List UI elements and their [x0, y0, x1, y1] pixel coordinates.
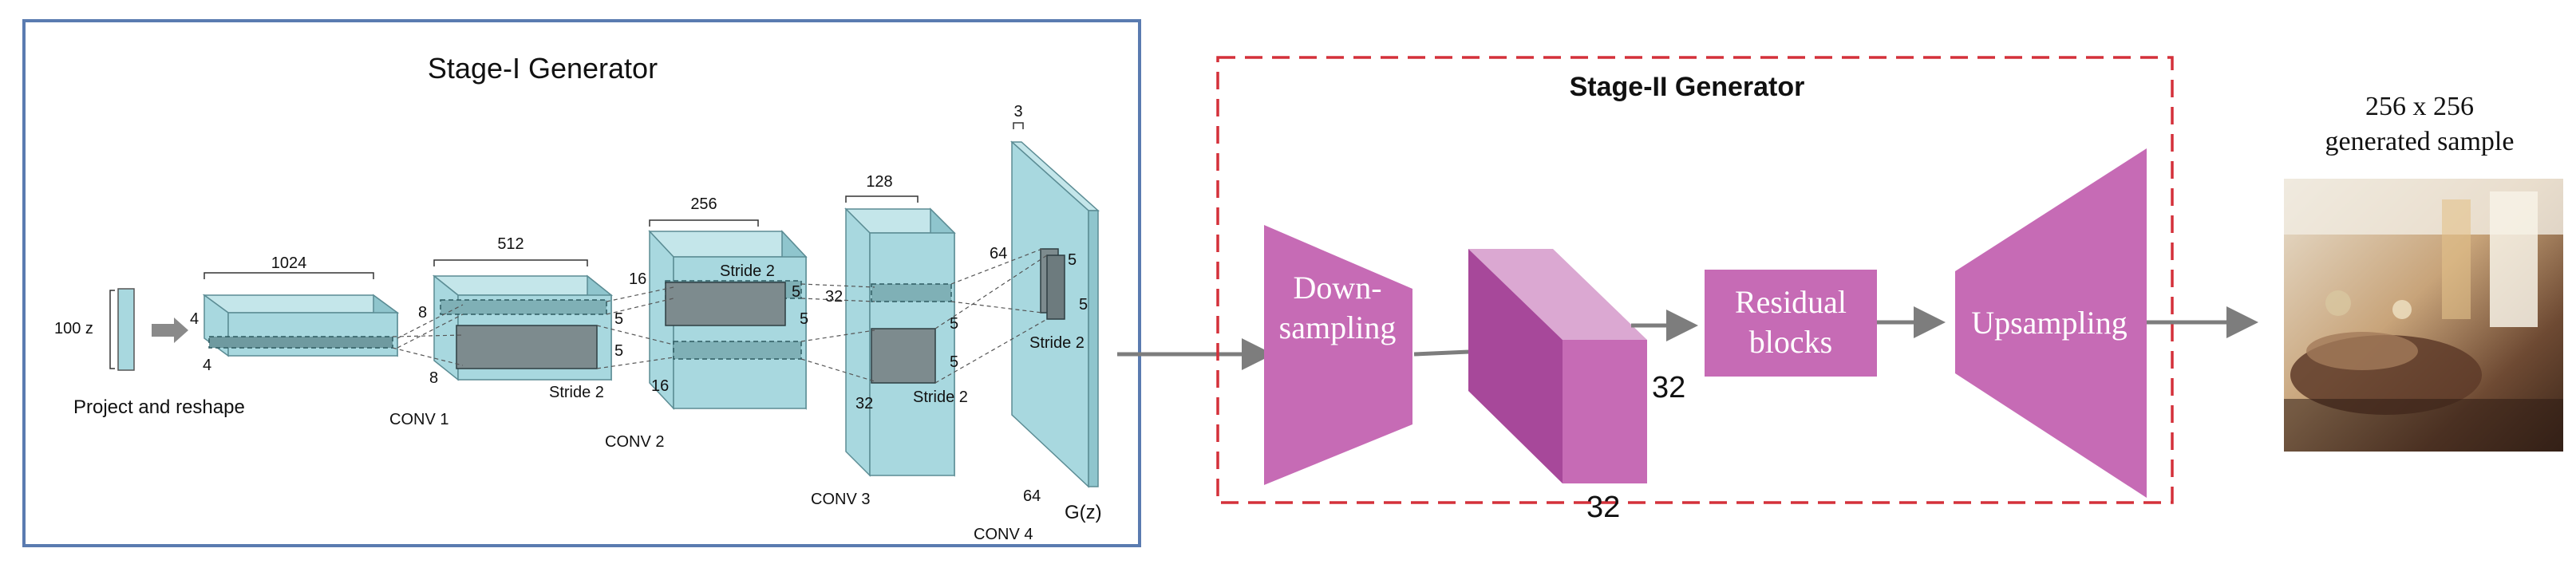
downsampling-block [1264, 225, 1412, 485]
side-64a: 64 [990, 245, 1007, 262]
side-32a: 32 [825, 288, 843, 306]
conv-block-128 [844, 207, 956, 477]
down-line1: Down- [1293, 270, 1381, 306]
k5-4: 5 [800, 310, 808, 328]
conv3-label: CONV 3 [811, 491, 870, 508]
side-8a: 8 [418, 304, 427, 321]
up-label: Upsampling [1971, 305, 2128, 341]
conv4-label: CONV 4 [974, 526, 1033, 543]
conv-block-512 [432, 274, 614, 381]
side-8b: 8 [429, 369, 438, 387]
k5-7: 5 [1068, 251, 1077, 269]
k5-3: 5 [792, 283, 800, 301]
generated-sample-image [2284, 179, 2563, 452]
side-16a: 16 [629, 270, 646, 288]
stride-1: Stride 2 [549, 384, 604, 401]
dim-256: 256 [690, 195, 717, 213]
dim-128: 128 [866, 173, 892, 191]
conv-block-256 [648, 230, 808, 410]
k5-1: 5 [614, 310, 623, 328]
side-4b: 4 [203, 357, 211, 374]
output-caption-line1: 256 x 256 [2365, 92, 2474, 121]
z-label: 100 z [54, 320, 93, 337]
upsampling-block [1955, 148, 2147, 498]
res-line2: blocks [1749, 324, 1832, 360]
feature-depth: 32 [1652, 371, 1685, 404]
conv2-label: CONV 2 [605, 433, 664, 451]
stride-3: Stride 2 [913, 389, 968, 406]
dim-512: 512 [497, 235, 523, 253]
z-vector [117, 288, 135, 371]
stage2-title: Stage-II Generator [1570, 72, 1805, 102]
conv1-label: CONV 1 [389, 411, 448, 428]
project-label: Project and reshape [73, 396, 245, 418]
output-caption-line2: generated sample [2325, 127, 2515, 156]
res-line1: Residual [1735, 284, 1847, 320]
stage2-frame [1216, 56, 2174, 504]
conv-block-3 [1010, 140, 1100, 488]
reshape-arrow [152, 318, 188, 343]
dim-1024: 1024 [271, 254, 307, 272]
side-64b: 64 [1023, 487, 1041, 505]
stride-4: Stride 2 [1029, 334, 1085, 352]
side-4a: 4 [190, 310, 199, 328]
stage1-title: Stage-I Generator [428, 52, 658, 85]
side-32b: 32 [855, 395, 873, 412]
feature-map-cube [1468, 249, 1647, 483]
k5-6: 5 [950, 353, 958, 371]
k5-8: 5 [1079, 296, 1088, 314]
gz-label: G(z) [1065, 502, 1102, 523]
k5-2: 5 [614, 342, 623, 360]
feature-width: 32 [1586, 491, 1620, 524]
down-line2: sampling [1279, 310, 1397, 345]
dim-3: 3 [1013, 103, 1022, 120]
stage1-frame [22, 19, 1141, 547]
stride-2: Stride 2 [720, 262, 775, 280]
conv-block-1024 [202, 294, 400, 357]
k5-5: 5 [950, 315, 958, 333]
residual-block [1705, 270, 1877, 377]
projection-lines [392, 248, 1048, 384]
side-16b: 16 [651, 377, 669, 395]
